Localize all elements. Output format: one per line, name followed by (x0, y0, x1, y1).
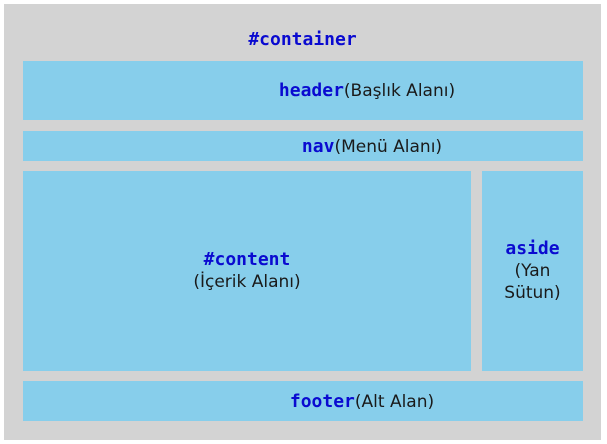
nav-label: nav(Menü Alanı) (302, 136, 442, 157)
content-desc: (İçerik Alanı) (193, 272, 301, 292)
aside-label: aside (Yan Sütun) (504, 238, 560, 304)
nav-box: nav(Menü Alanı) (23, 131, 583, 161)
aside-tag: aside (505, 238, 560, 259)
aside-box: aside (Yan Sütun) (482, 171, 583, 371)
nav-tag: nav (301, 135, 335, 157)
header-box: header(Başlık Alanı) (23, 61, 583, 120)
content-label: #content (İçerik Alanı) (193, 249, 300, 293)
aside-desc-line1: (Yan (514, 261, 551, 281)
footer-tag: footer (289, 390, 355, 412)
header-label: header(Başlık Alanı) (279, 80, 455, 101)
footer-label: footer(Alt Alan) (290, 391, 434, 412)
header-tag: header (278, 80, 344, 101)
header-desc: (Başlık Alanı) (343, 81, 456, 101)
footer-box: footer(Alt Alan) (23, 381, 583, 421)
content-tag: #content (203, 249, 291, 270)
aside-desc-line2: Sütun) (504, 283, 561, 303)
nav-desc: (Menü Alanı) (334, 136, 443, 157)
container-label: #container (248, 29, 357, 50)
content-box: #content (İçerik Alanı) (23, 171, 471, 371)
footer-desc: (Alt Alan) (354, 391, 435, 412)
container-box: #container header(Başlık Alanı) nav(Menü… (4, 4, 601, 440)
